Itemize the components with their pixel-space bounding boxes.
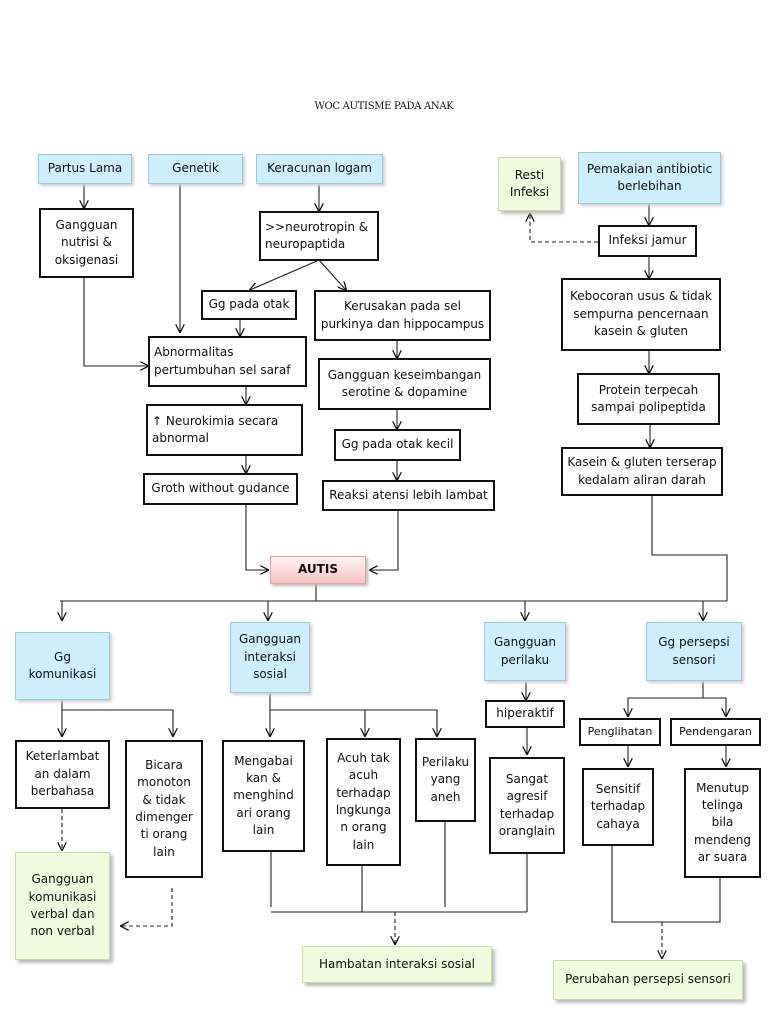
node-kasein-gluten: Kasein & gluten terserap kedalam aliran … [561, 447, 723, 496]
node-perilaku-aneh: Perilaku yang aneh [415, 738, 476, 822]
node-sensitif-cahaya: Sensitif terhadap cahaya [582, 768, 654, 846]
node-pendengaran: Pendengaran [670, 718, 761, 746]
node-bicara-monoton: Bicara monoton & tidak dimenger ti orang… [125, 740, 203, 878]
node-gangguan-perilaku: Gangguan perilaku [484, 622, 566, 681]
node-gangguan-nutrisi: Gangguan nutrisi & oksigenasi [39, 208, 134, 278]
node-neurokimia: ↑ Neurokimia secara abnormal [146, 404, 303, 456]
node-penglihatan: Penglihatan [579, 718, 661, 746]
node-keterlambatan: Keterlambat an dalam berbahasa [15, 740, 110, 809]
node-autis: AUTIS [270, 556, 366, 584]
node-sangat-agresif: Sangat agresif terhadap oranglain [489, 757, 565, 854]
node-resti-infeksi: Resti Infeksi [498, 157, 561, 211]
node-genetik: Genetik [148, 154, 243, 184]
node-gg-otak-kecil: Gg pada otak kecil [334, 429, 461, 461]
node-hambatan-interaksi: Hambatan interaksi sosial [302, 946, 492, 983]
node-abnormalitas: Abnormalitas pertumbuhan sel saraf [148, 336, 307, 387]
node-antibiotic: Pemakaian antibiotic berlebihan [578, 152, 721, 204]
node-hiperaktif: hiperaktif [485, 700, 565, 728]
node-infeksi-jamur: Infeksi jamur [598, 225, 697, 257]
diagram-title: WOC AUTISME PADA ANAK [314, 101, 454, 112]
node-kerusakan-sel: Kerusakan pada sel purkinya dan hippocam… [314, 290, 491, 341]
node-gangguan-komunikasi-verbal: Gangguan komunikasi verbal dan non verba… [15, 852, 110, 960]
node-menutup-telinga: Menutup telinga bila mendeng ar suara [684, 768, 761, 878]
node-gg-pada-otak: Gg pada otak [201, 290, 297, 320]
node-kebocoran-usus: Kebocoran usus & tidak sempurna pencerna… [561, 278, 721, 351]
node-acuh-tak-acuh: Acuh tak acuh terhadap lngkunga n orang … [326, 738, 401, 866]
node-mengabaikan: Mengabai kan & menghind ari orang lain [222, 740, 305, 852]
node-gg-komunikasi: Gg komunikasi [15, 632, 110, 700]
node-perubahan-persepsi: Perubahan persepsi sensori [553, 960, 743, 1000]
node-gangguan-keseimbangan: Gangguan keseimbangan serotine & dopamin… [318, 358, 491, 410]
node-gg-persepsi: Gg persepsi sensori [646, 622, 742, 681]
node-protein-terpecah: Protein terpecah sampai polipeptida [577, 373, 720, 425]
node-partus-lama: Partus Lama [38, 154, 132, 184]
node-neurotropin: >>neurotropin & neuropaptida [259, 211, 379, 261]
node-gangguan-interaksi: Gangguan interaksi sosial [230, 622, 310, 693]
node-keracunan-logam: Keracunan logam [256, 154, 383, 184]
node-groth-without-gudance: Groth without gudance [143, 473, 298, 505]
node-reaksi-atensi: Reaksi atensi lebih lambat [322, 480, 495, 511]
